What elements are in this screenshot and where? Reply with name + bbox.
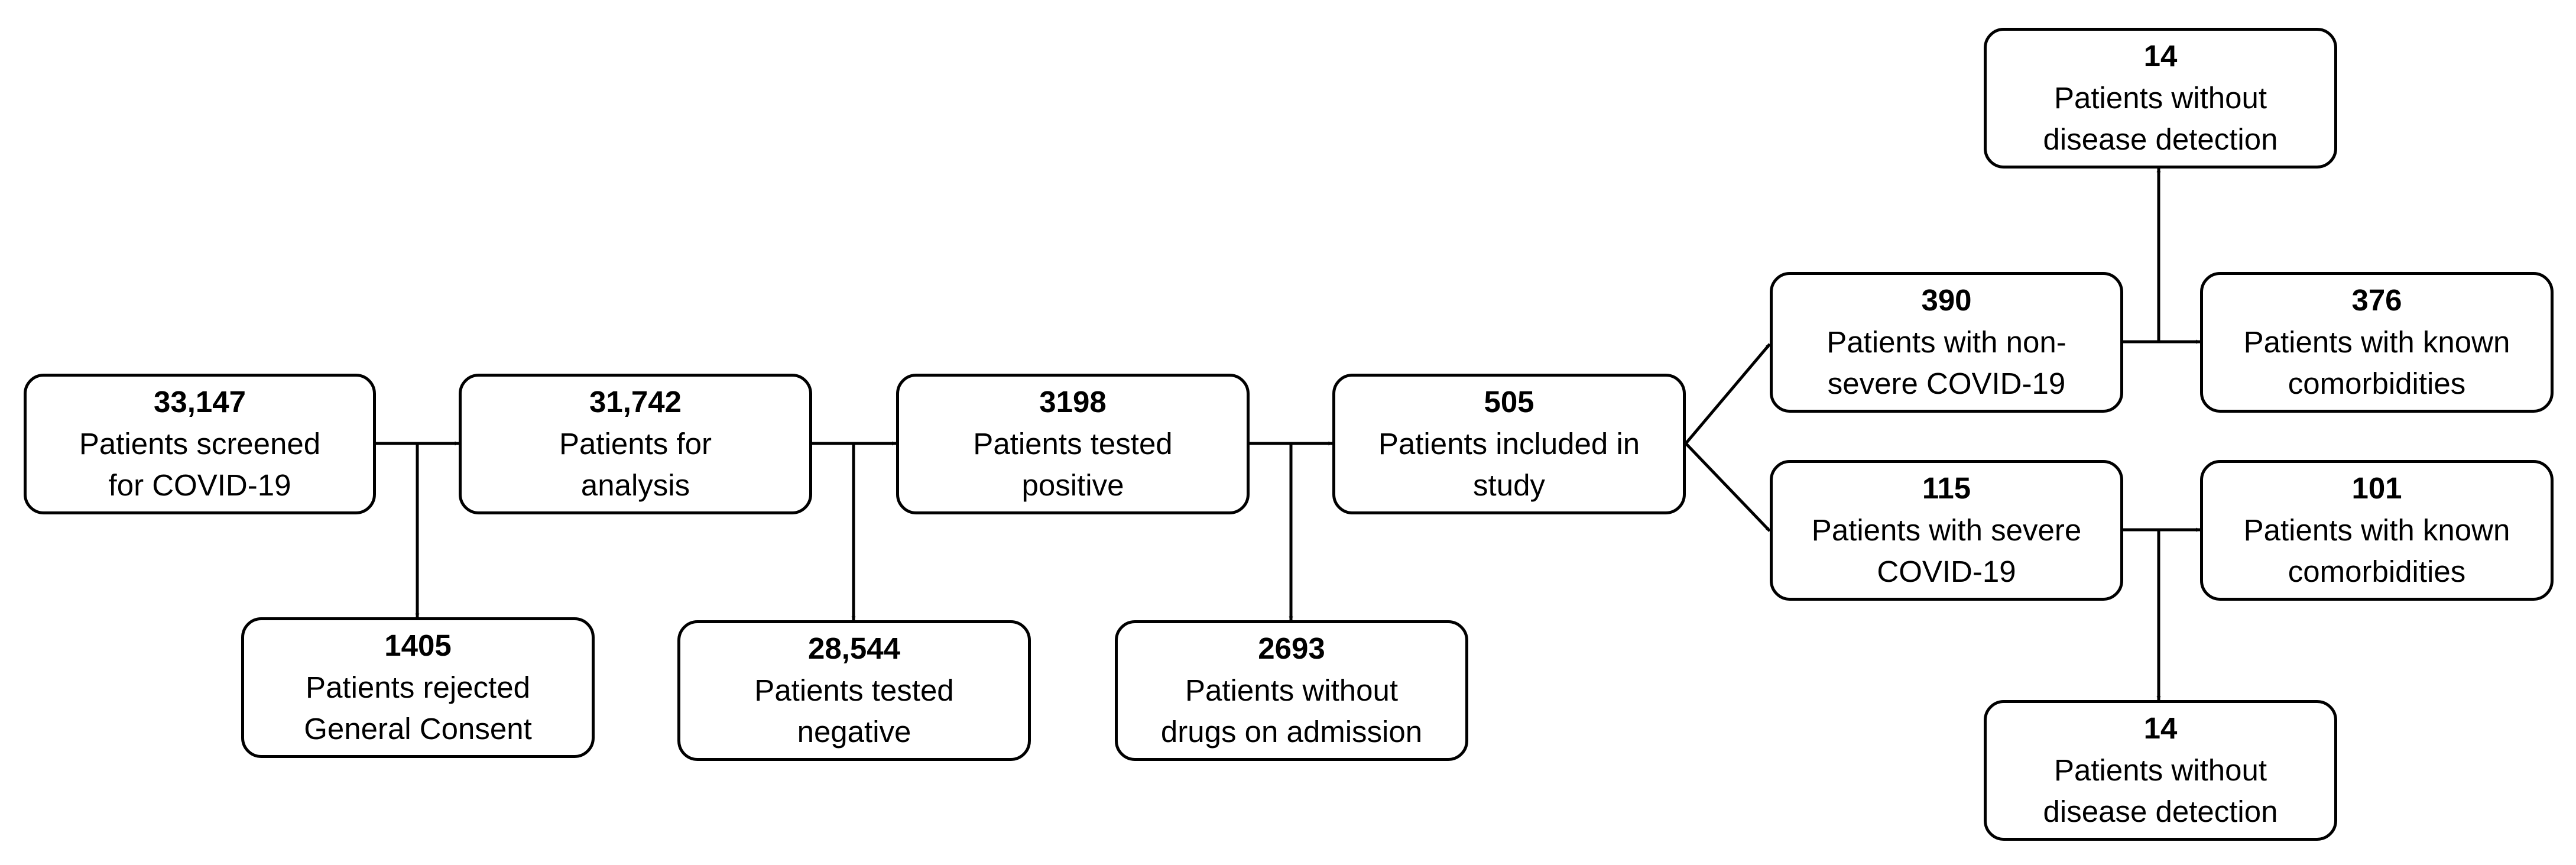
count: 14: [2143, 711, 2178, 746]
label: Patients without disease detection: [2043, 80, 2278, 157]
count: 390: [1921, 283, 1972, 318]
box-patients-tested-negative: 28,544 Patients tested negative: [677, 620, 1031, 761]
label: Patients with non- severe COVID-19: [1826, 325, 2066, 401]
count: 14: [2143, 39, 2178, 73]
count: 2693: [1258, 631, 1325, 666]
label: Patients tested negative: [754, 673, 954, 749]
count: 3198: [1039, 385, 1107, 419]
box-patients-rejected-consent: 1405 Patients rejected General Consent: [241, 617, 595, 758]
box-patients-screened: 33,147 Patients screened for COVID-19: [24, 374, 376, 514]
label: Patients tested positive: [973, 426, 1173, 503]
box-patients-without-drugs: 2693 Patients without drugs on admission: [1115, 620, 1468, 761]
box-severe-without-detection: 14 Patients without disease detection: [1984, 700, 2337, 841]
label: Patients included in study: [1378, 426, 1640, 503]
box-non-severe-without-detection: 14 Patients without disease detection: [1984, 28, 2337, 169]
box-patients-severe: 115 Patients with severe COVID-19: [1770, 460, 2123, 601]
label: Patients without drugs on admission: [1160, 673, 1423, 749]
count: 505: [1484, 385, 1534, 419]
box-patients-included: 505 Patients included in study: [1332, 374, 1686, 514]
count: 101: [2351, 471, 2402, 506]
label: Patients with severe COVID-19: [1811, 513, 2082, 589]
label: Patients without disease detection: [2043, 753, 2278, 829]
count: 376: [2351, 283, 2402, 318]
box-patients-tested-positive: 3198 Patients tested positive: [896, 374, 1250, 514]
count: 33,147: [154, 385, 246, 419]
box-non-severe-comorbidities: 376 Patients with known comorbidities: [2200, 272, 2554, 413]
box-severe-comorbidities: 101 Patients with known comorbidities: [2200, 460, 2554, 601]
label: Patients with known comorbidities: [2243, 513, 2510, 589]
count: 115: [1922, 471, 1971, 506]
count: 31,742: [589, 385, 682, 419]
box-patients-for-analysis: 31,742 Patients for analysis: [459, 374, 812, 514]
count: 28,544: [808, 631, 900, 666]
arrow-included-to-nonsevere: [1685, 343, 1771, 445]
label: Patients for analysis: [559, 426, 712, 503]
label: Patients rejected General Consent: [304, 670, 532, 746]
label: Patients screened for COVID-19: [79, 426, 321, 503]
box-patients-non-severe: 390 Patients with non- severe COVID-19: [1770, 272, 2123, 413]
label: Patients with known comorbidities: [2243, 325, 2510, 401]
count: 1405: [384, 628, 452, 663]
arrow-included-to-severe: [1685, 442, 1771, 532]
